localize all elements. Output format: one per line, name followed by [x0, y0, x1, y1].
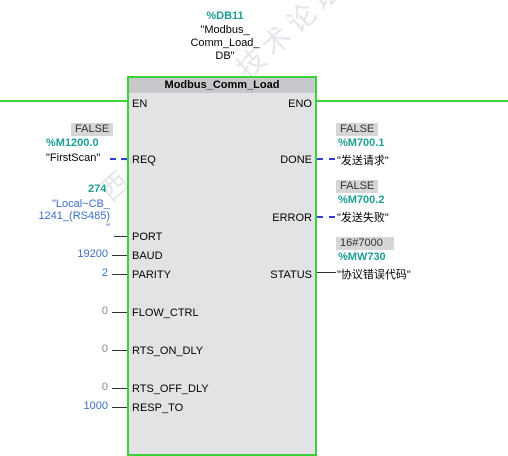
parity-wire — [112, 274, 127, 275]
error-state-badge: FALSE — [336, 180, 379, 193]
parity-value[interactable]: 2 — [101, 267, 108, 279]
function-block[interactable]: Modbus_Comm_Load EN ENO REQ PORT BAUD PA… — [127, 76, 317, 456]
pin-eno: ENO — [288, 98, 312, 110]
flow-ctrl-value[interactable]: 0 — [101, 305, 108, 317]
status-state-badge: 16#7000 — [336, 237, 394, 250]
done-dashed-wire — [317, 158, 335, 160]
baud-wire — [112, 255, 127, 256]
done-state-badge: FALSE — [336, 123, 379, 136]
port-symbol[interactable]: "Local~CB_ 1241_(RS485) " — [38, 198, 110, 234]
resp-to-value[interactable]: 1000 — [83, 400, 108, 412]
pin-port: PORT — [132, 231, 163, 243]
rts-on-dly-value[interactable]: 0 — [101, 343, 108, 355]
req-address[interactable]: %M1200.0 — [46, 137, 99, 149]
port-symbol-line-1: "Local~CB_ — [51, 198, 110, 210]
instance-db-name-line-1: "Modbus_ — [200, 24, 250, 36]
instance-db-name-line-2: Comm_Load_ — [190, 37, 260, 49]
pin-baud: BAUD — [132, 250, 163, 262]
done-address[interactable]: %M700.1 — [338, 137, 385, 149]
error-symbol[interactable]: "发送失败" — [337, 212, 389, 224]
error-address[interactable]: %M700.2 — [338, 194, 385, 206]
pin-done: DONE — [280, 154, 312, 166]
req-state-badge: FALSE — [71, 123, 114, 136]
flow-ctrl-wire — [112, 312, 127, 313]
rts-off-dly-wire — [112, 388, 127, 389]
instance-db-name-line-3: DB" — [215, 50, 235, 62]
pin-rts-off-dly: RTS_OFF_DLY — [132, 383, 209, 395]
rts-on-dly-wire — [112, 350, 127, 351]
instance-db-name[interactable]: "Modbus_ Comm_Load_ DB" — [170, 24, 280, 63]
port-symbol-line-3: " — [106, 222, 110, 234]
instance-db-address[interactable]: %DB11 — [206, 10, 244, 22]
pin-flow-ctrl: FLOW_CTRL — [132, 307, 199, 319]
pin-rts-on-dly: RTS_ON_DLY — [132, 345, 204, 357]
req-symbol[interactable]: "FirstScan" — [46, 152, 101, 164]
done-symbol[interactable]: "发送请求" — [337, 155, 389, 167]
status-address[interactable]: %MW730 — [338, 251, 386, 263]
error-dashed-wire — [317, 216, 335, 218]
status-symbol[interactable]: "协议错误代码" — [337, 269, 411, 281]
pin-status: STATUS — [270, 269, 312, 281]
block-title[interactable]: Modbus_Comm_Load — [129, 78, 315, 93]
port-value[interactable]: 274 — [88, 183, 107, 195]
pin-parity: PARITY — [132, 269, 171, 281]
power-rail-right — [317, 100, 508, 102]
pin-error: ERROR — [272, 212, 312, 224]
port-symbol-line-2: 1241_(RS485) — [38, 210, 110, 222]
rts-off-dly-value[interactable]: 0 — [101, 381, 108, 393]
req-dashed-wire — [110, 158, 127, 160]
baud-value[interactable]: 19200 — [77, 248, 108, 260]
status-wire — [317, 272, 336, 273]
port-wire — [114, 236, 127, 237]
power-rail-left — [0, 100, 127, 102]
resp-to-wire — [112, 407, 127, 408]
pin-req: REQ — [132, 154, 156, 166]
pin-resp-to: RESP_TO — [132, 402, 184, 414]
pin-en: EN — [132, 98, 148, 110]
